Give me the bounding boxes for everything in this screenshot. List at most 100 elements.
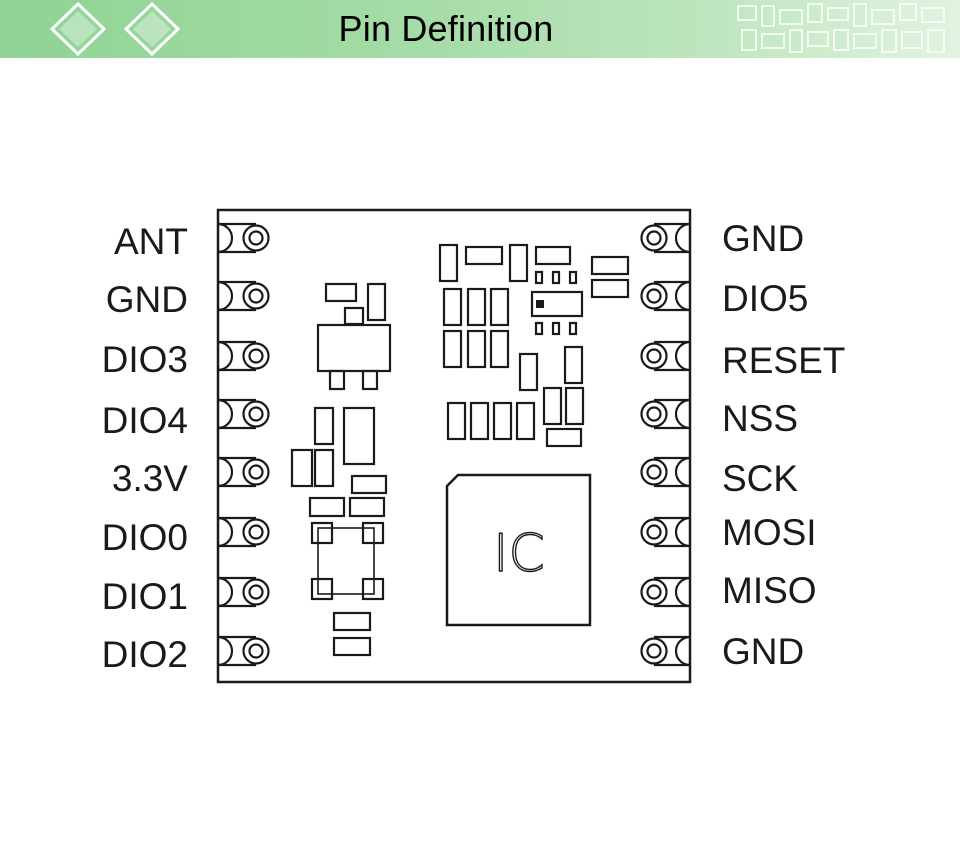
pad-half-hole: [674, 576, 691, 608]
ic-lead: [551, 321, 561, 336]
ic-lead: [568, 321, 578, 336]
smd-resistor: [438, 243, 459, 283]
smd-resistor: [442, 329, 463, 369]
header-banner: Pin Definition: [0, 0, 960, 58]
pad-ring: [640, 458, 668, 486]
smd-resistor: [515, 401, 536, 441]
sot-tab: [343, 306, 365, 326]
pad-ring: [242, 400, 270, 428]
pad-hole: [248, 230, 264, 246]
pad-ring: [242, 342, 270, 370]
main-ic-label: IC: [493, 524, 545, 584]
sot-lead: [328, 369, 346, 391]
pad-half-hole: [217, 456, 234, 488]
ic-lead: [534, 321, 544, 336]
smd-capacitor: [590, 255, 630, 276]
pad-hole: [248, 643, 264, 659]
pin-label-sck: SCK: [722, 458, 799, 499]
smd-resistor: [542, 386, 563, 426]
pad-hole: [646, 524, 662, 540]
smd-resistor: [469, 401, 490, 441]
pad-ring: [640, 282, 668, 310]
smd-capacitor: [324, 282, 358, 303]
pin-label-3v3: 3.3V: [111, 458, 188, 499]
pad-half-hole: [217, 516, 234, 548]
smd-capacitor-large: [342, 406, 376, 466]
pad-half-hole: [674, 398, 691, 430]
crystal-pad: [361, 577, 385, 601]
pin-label-nss: NSS: [722, 398, 799, 439]
page-title: Pin Definition: [338, 8, 554, 49]
pad-half-hole: [674, 222, 691, 254]
pin-label-gnd-bottom: GND: [722, 631, 805, 672]
rf-switch-ic: [530, 290, 584, 318]
pad-half-hole: [217, 635, 234, 667]
pad-hole: [248, 406, 264, 422]
left-pad-column: [217, 222, 270, 667]
pad-ring: [242, 458, 270, 486]
pin-label-dio4: DIO4: [101, 400, 188, 441]
castellated-pad: [217, 222, 270, 254]
smd-capacitor: [545, 427, 583, 448]
pad-ring: [640, 400, 668, 428]
pad-hole: [248, 584, 264, 600]
smd-resistor: [489, 287, 510, 327]
pad-hole: [646, 643, 662, 659]
pad-ring: [242, 578, 270, 606]
pin-label-ant: ANT: [114, 221, 188, 262]
smd-capacitor: [348, 496, 386, 518]
diamond-icon: [49, 1, 107, 57]
pad-hole: [646, 230, 662, 246]
crystal-pad: [310, 577, 334, 601]
pin-label-gnd-right: GND: [722, 218, 805, 259]
castellated-pad: [217, 340, 270, 372]
smd-resistor: [446, 401, 467, 441]
pad-ring: [640, 578, 668, 606]
pad-ring: [640, 637, 668, 665]
pad-ring: [640, 342, 668, 370]
pad-half-hole: [217, 576, 234, 608]
pad-half-hole: [217, 222, 234, 254]
pad-half-hole: [674, 280, 691, 312]
castellated-pad: [640, 222, 691, 254]
smd-resistor: [466, 329, 487, 369]
pad-ring: [242, 224, 270, 252]
castellated-pad: [217, 635, 270, 667]
pin-label-dio2: DIO2: [101, 634, 188, 675]
smd-resistor: [564, 386, 585, 426]
smd-resistor: [313, 448, 335, 488]
smd-resistor: [466, 287, 487, 327]
right-pad-column: [640, 222, 691, 667]
pad-half-hole: [217, 340, 234, 372]
pad-ring: [242, 518, 270, 546]
pad-hole: [248, 348, 264, 364]
smd-resistor: [508, 243, 529, 283]
pad-half-hole: [217, 280, 234, 312]
smd-resistor: [313, 406, 335, 446]
pin-label-dio0: DIO0: [101, 517, 188, 558]
diamond-icon: [123, 1, 181, 57]
castellated-pad: [217, 576, 270, 608]
castellated-pad: [640, 576, 691, 608]
ic-lead: [551, 270, 561, 285]
smd-capacitor: [590, 278, 630, 299]
smd-capacitor: [350, 474, 388, 495]
sot-lead: [361, 369, 379, 391]
smd-resistor: [563, 345, 584, 385]
ic-lead: [568, 270, 578, 285]
pad-ring: [242, 637, 270, 665]
pad-hole: [646, 464, 662, 480]
castellated-pad: [217, 516, 270, 548]
castellated-pad: [217, 456, 270, 488]
pad-hole: [248, 464, 264, 480]
pad-ring: [242, 282, 270, 310]
smd-resistor: [290, 448, 314, 488]
castellated-pad: [640, 398, 691, 430]
pad-half-hole: [674, 516, 691, 548]
pin-label-dio5: DIO5: [722, 278, 809, 319]
pin-label-gnd: GND: [105, 279, 188, 320]
castellated-pad: [640, 635, 691, 667]
banner-decoration: [49, 1, 945, 57]
pad-ring: [640, 224, 668, 252]
smd-capacitor: [534, 245, 572, 266]
